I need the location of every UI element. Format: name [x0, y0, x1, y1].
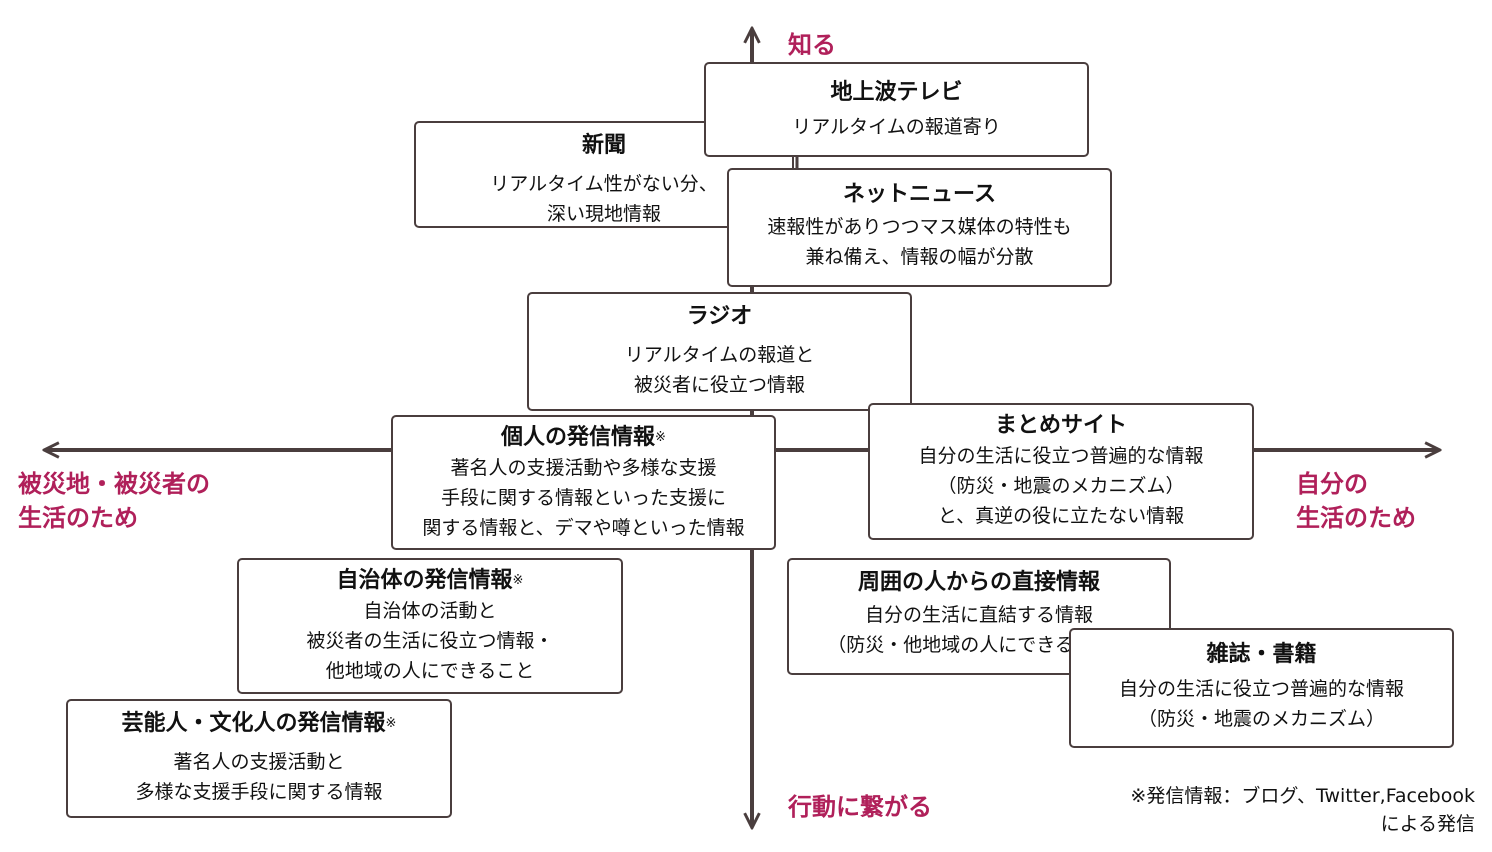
box-description: 著名人の支援活動と 多様な支援手段に関する情報	[135, 751, 383, 803]
footnote: ※発信情報：ブログ、Twitter,Facebook による発信	[1130, 785, 1475, 835]
axis-label-bottom: 行動に繋がる	[788, 793, 932, 821]
axis-label-top: 知る	[788, 31, 836, 59]
box-title: 新聞	[581, 133, 626, 158]
footnote-mark: ※	[655, 430, 666, 445]
box-title: 地上波テレビ	[830, 80, 963, 105]
box-description: 自分の生活に直結する情報 （防災・他地域の人にできること）	[827, 604, 1131, 656]
box-description: 自治体の活動と 被災者の生活に役立つ情報・ 他地域の人にできること	[306, 600, 554, 682]
box-net-news: ネットニュース 速報性がありつつマス媒体の特性も 兼ね備え、情報の幅が分散	[727, 168, 1112, 287]
box-personal: 個人の発信情報※ 著名人の支援活動や多様な支援 手段に関する情報といった支援に …	[391, 415, 776, 550]
box-description: 自分の生活に役立つ普遍的な情報 （防災・地震のメカニズム）	[1118, 678, 1404, 730]
box-celebrity: 芸能人・文化人の発信情報※ 著名人の支援活動と 多様な支援手段に関する情報	[66, 699, 452, 818]
box-description: 速報性がありつつマス媒体の特性も 兼ね備え、情報の幅が分散	[767, 216, 1072, 268]
box-description: リアルタイムの報道と 被災者に役立つ情報	[624, 344, 815, 396]
axis-label-right: 自分の 生活のため	[1296, 470, 1416, 532]
box-municipality: 自治体の発信情報※ 自治体の活動と 被災者の生活に役立つ情報・ 他地域の人にでき…	[237, 558, 623, 694]
box-terrestrial-tv: 地上波テレビ リアルタイムの報道寄り	[704, 62, 1089, 157]
box-title: ラジオ	[686, 304, 753, 329]
footnote-mark: ※	[385, 716, 397, 731]
box-radio: ラジオ リアルタイムの報道と 被災者に役立つ情報	[527, 292, 912, 411]
box-summary-site: まとめサイト 自分の生活に役立つ普遍的な情報 （防災・地震のメカニズム） と、真…	[868, 403, 1254, 540]
axis-label-left: 被災地・被災者の 生活のため	[18, 470, 210, 532]
box-description: 著名人の支援活動や多様な支援 手段に関する情報といった支援に 関する情報と、デマ…	[422, 457, 745, 539]
box-title: 個人の発信情報※	[501, 425, 666, 450]
box-description: 自分の生活に役立つ普遍的な情報 （防災・地震のメカニズム） と、真逆の役に立たな…	[918, 445, 1204, 527]
footnote-mark: ※	[512, 573, 524, 588]
box-title: まとめサイト	[994, 413, 1127, 438]
box-title: 自治体の発信情報※	[336, 568, 524, 593]
box-title: 芸能人・文化人の発信情報※	[121, 711, 397, 736]
box-title: 雑誌・書籍	[1206, 642, 1317, 667]
box-description: リアルタイム性がない分、 深い現地情報	[490, 173, 718, 225]
box-description: リアルタイムの報道寄り	[792, 116, 1001, 138]
box-title: 周囲の人からの直接情報	[857, 570, 1100, 595]
box-magazine: 雑誌・書籍 自分の生活に役立つ普遍的な情報 （防災・地震のメカニズム）	[1069, 628, 1454, 748]
box-title: ネットニュース	[843, 182, 996, 207]
